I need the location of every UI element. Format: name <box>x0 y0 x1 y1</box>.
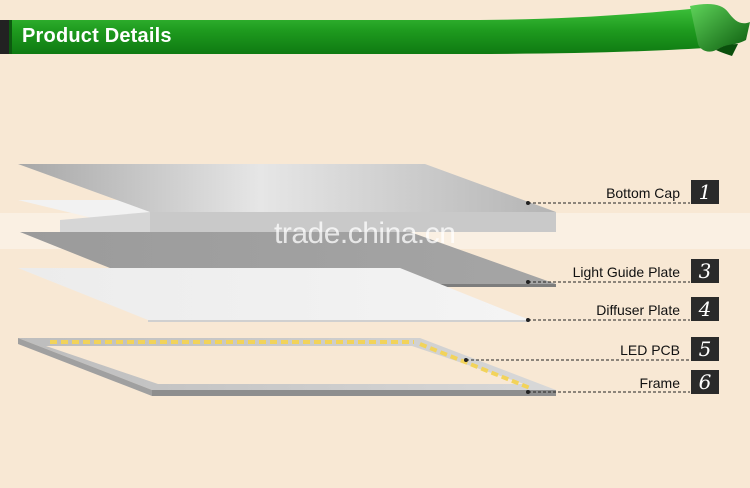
label-light-guide-plate: Light Guide Plate <box>572 264 680 280</box>
led-strip-right <box>419 342 531 390</box>
bottom-cap <box>18 164 556 212</box>
number-badge-4: 4 <box>691 297 719 321</box>
number-badge-3: 3 <box>691 259 719 283</box>
frame-opening <box>46 346 524 384</box>
label-led-pcb: LED PCB <box>620 342 680 358</box>
number-badge-6: 6 <box>691 370 719 394</box>
label-diffuser-plate: Diffuser Plate <box>596 302 680 318</box>
header-banner <box>0 4 750 56</box>
label-bottom-cap: Bottom Cap <box>606 185 680 201</box>
page-title: Product Details <box>22 25 172 47</box>
number-badge-1: 1 <box>691 180 719 204</box>
diffuser-plate <box>18 268 530 320</box>
watermark: trade.china.cn <box>274 217 456 250</box>
number-badge-5: 5 <box>691 337 719 361</box>
label-frame: Frame <box>639 375 680 391</box>
